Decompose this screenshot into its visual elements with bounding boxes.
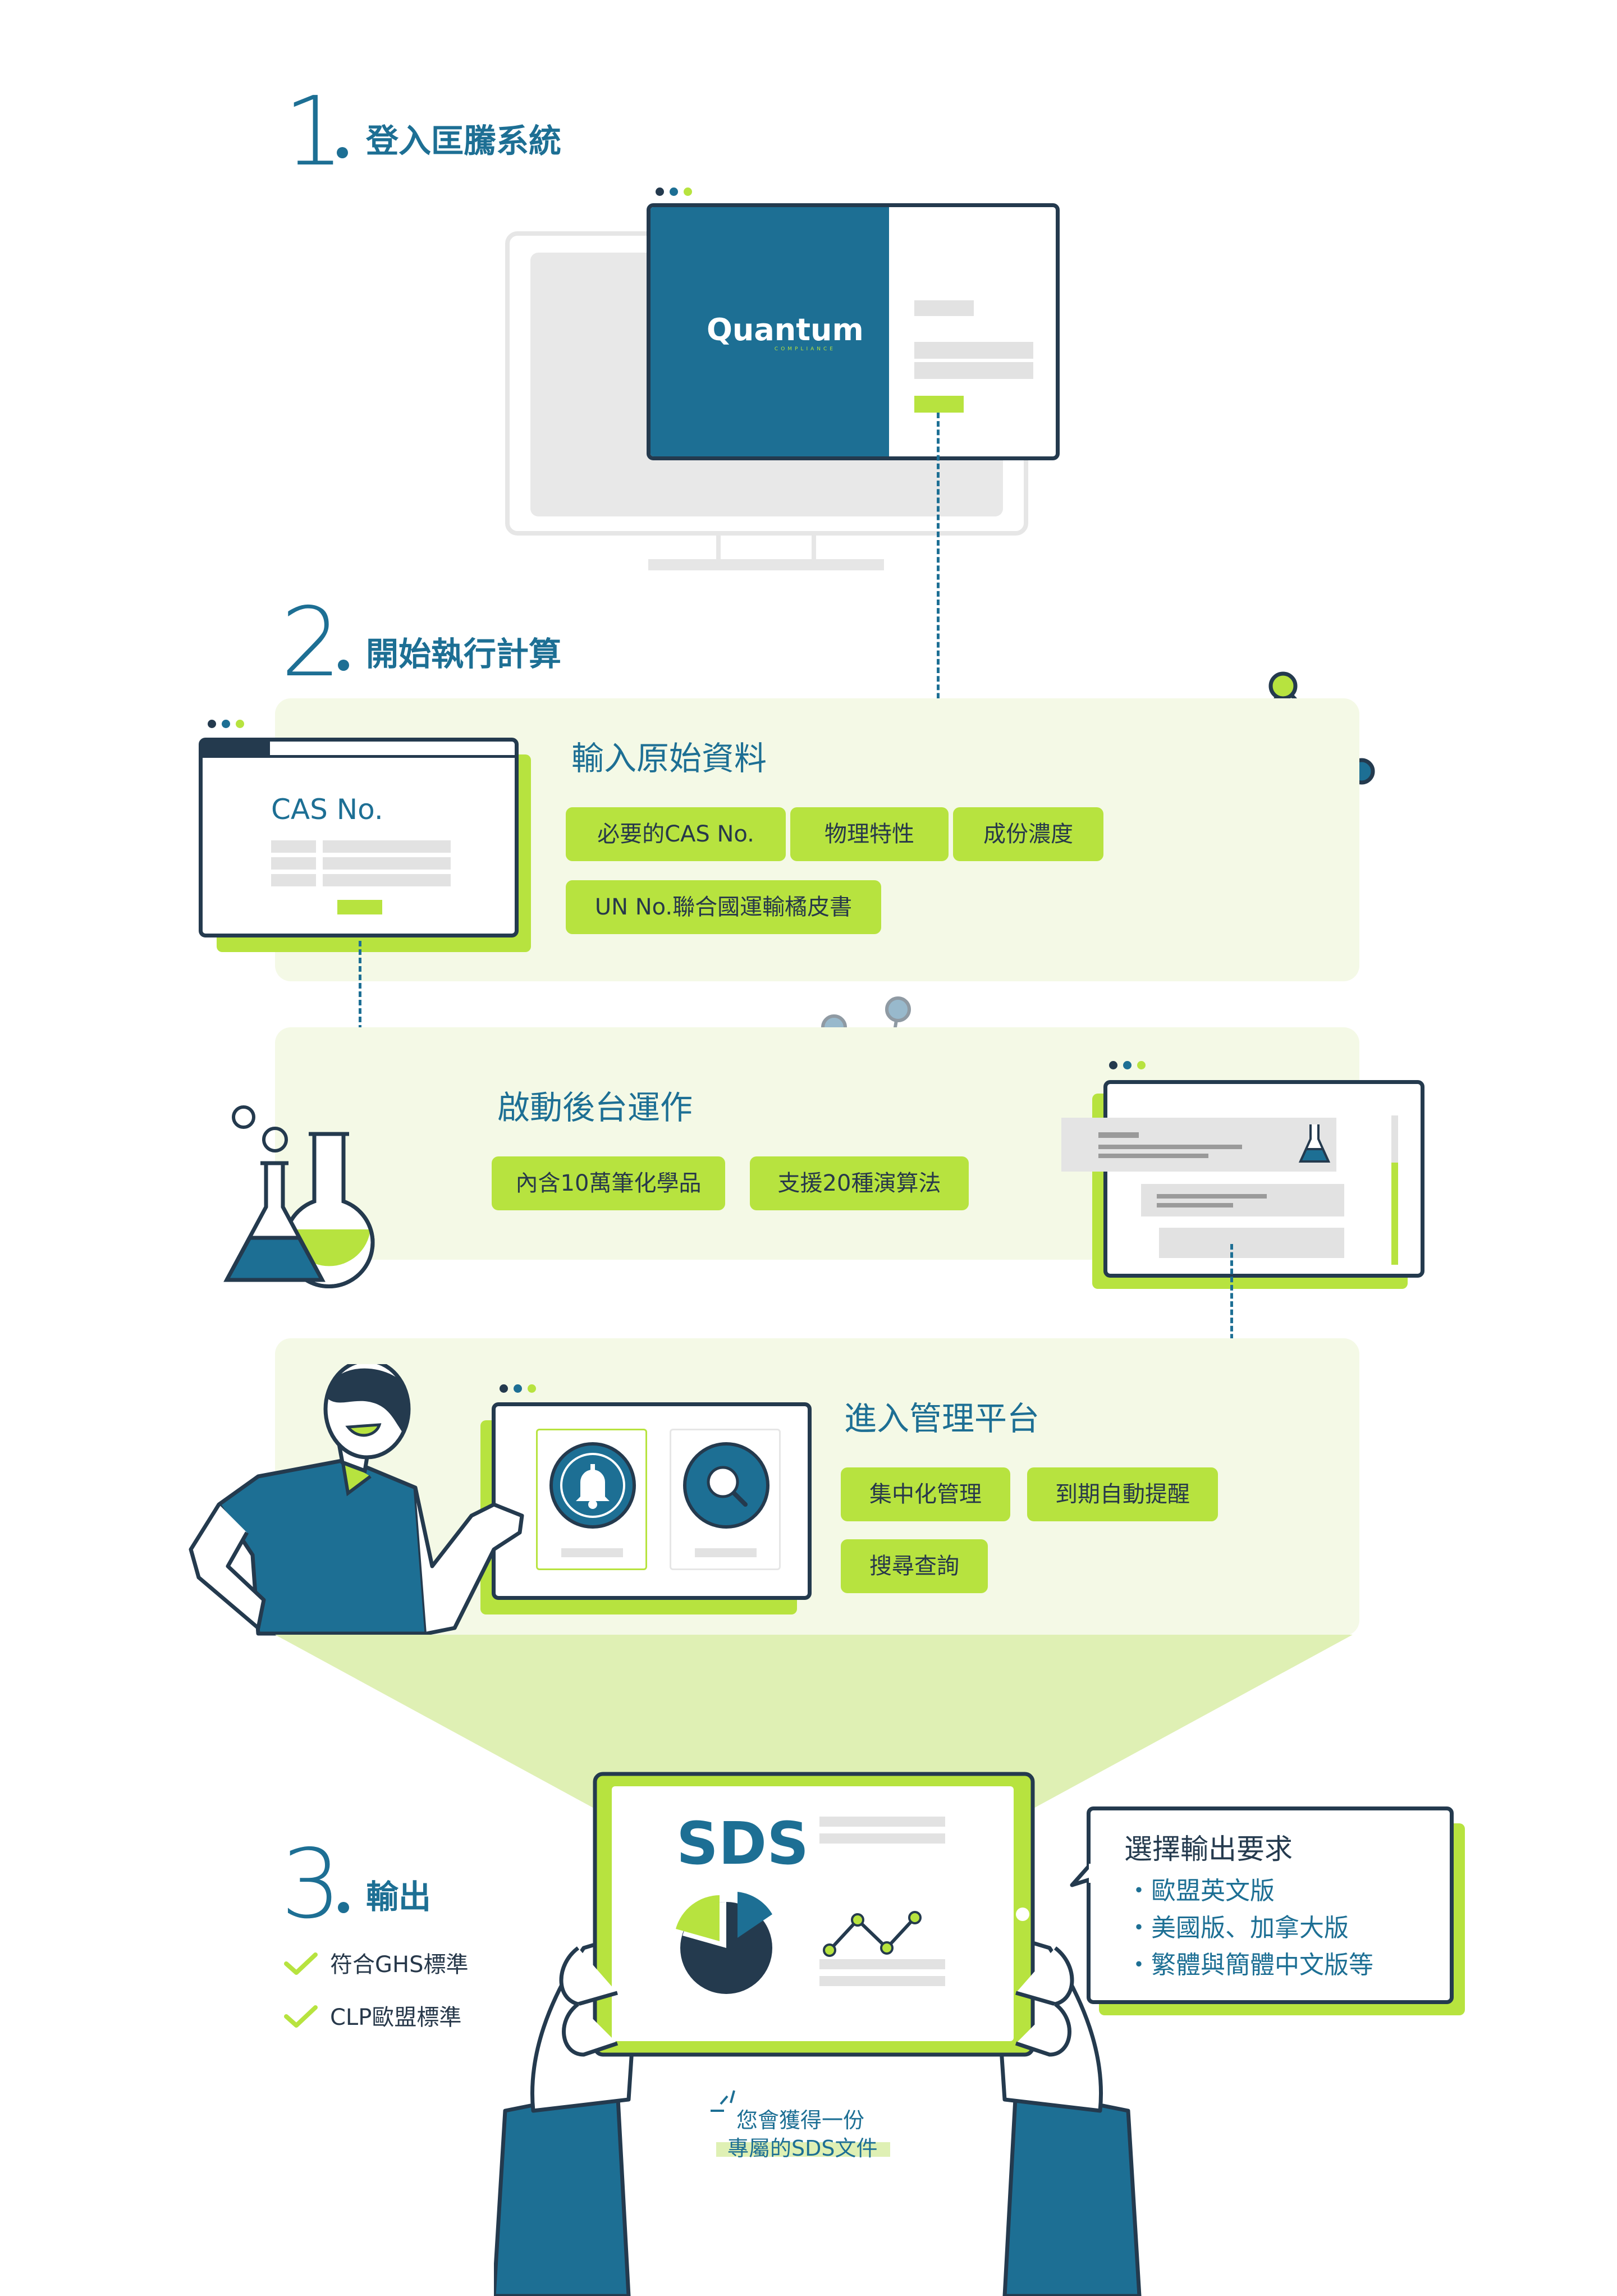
- output-options-title: 選擇輸出要求: [1124, 1833, 1293, 1865]
- cas-field[interactable]: [271, 857, 316, 870]
- output-option-us-ca: ・美國版、加拿大版: [1126, 1914, 1349, 1942]
- check-ghs: 符合GHS標準: [330, 1952, 469, 1978]
- step2-number-dot: [338, 660, 349, 671]
- step1-number: 1: [283, 76, 345, 187]
- cas-field[interactable]: [323, 874, 451, 886]
- caption-highlight: [716, 2142, 890, 2157]
- caption-line1: 您會獲得一份: [736, 2108, 865, 2133]
- card-label: [695, 1548, 757, 1557]
- tag-physical-properties: 物理特性: [790, 807, 949, 861]
- monitor-stand: [716, 536, 721, 559]
- step1-title: 登入匡騰系統: [366, 122, 562, 160]
- sparkle-icon: [711, 2090, 735, 2112]
- light-beam: [275, 1635, 1353, 1809]
- step3-number-dot: [338, 1902, 349, 1913]
- search-card[interactable]: [670, 1429, 781, 1570]
- tag-cas-no: 必要的CAS No.: [566, 807, 786, 861]
- person-illustration: [189, 1364, 524, 1636]
- window-dots: [1109, 1061, 1151, 1072]
- logo-subtext: COMPLIANCE: [774, 346, 836, 352]
- doc-row: [1141, 1184, 1344, 1216]
- window-titlebar: [203, 742, 270, 755]
- login-field[interactable]: [914, 342, 1033, 359]
- window-dots: [500, 1384, 542, 1395]
- login-window: Quantum COMPLIANCE: [647, 203, 1060, 460]
- cas-field[interactable]: [271, 874, 316, 886]
- tag-algorithms: 支援20種演算法: [750, 1156, 969, 1210]
- tag-search: 搜尋查詢: [841, 1539, 988, 1593]
- connector-line: [937, 413, 940, 733]
- logo: Quantum COMPLIANCE: [707, 312, 864, 353]
- bell-card[interactable]: [536, 1429, 647, 1570]
- step3-title: 輸出: [366, 1878, 432, 1916]
- tag-un-no: UN No.聯合國運輸橘皮書: [566, 880, 881, 934]
- tag-chemical-db: 內含10萬筆化學品: [492, 1156, 725, 1210]
- step2-number: 2: [281, 587, 342, 698]
- login-field[interactable]: [914, 362, 1033, 379]
- step1-number-dot: [337, 147, 348, 158]
- bell-icon: [549, 1442, 636, 1529]
- tag-concentration: 成份濃度: [953, 807, 1103, 861]
- window-dots: [656, 187, 698, 198]
- connector-line: [359, 941, 361, 1048]
- logo-text: Quantum: [707, 312, 864, 347]
- output-option-chinese: ・繁體與簡體中文版等: [1126, 1951, 1373, 1979]
- cas-field[interactable]: [271, 840, 316, 853]
- cas-submit-button[interactable]: [337, 900, 382, 914]
- login-brand-panel: Quantum COMPLIANCE: [651, 207, 889, 456]
- tablet-title: SDS: [676, 1809, 809, 1878]
- backend-section-title: 啟動後台運作: [497, 1088, 693, 1127]
- platform-section-title: 進入管理平台: [844, 1399, 1040, 1438]
- doc-row: [1159, 1228, 1344, 1258]
- input-section-title: 輸入原始資料: [571, 739, 767, 777]
- tag-expiry-reminder: 到期自動提醒: [1027, 1467, 1218, 1521]
- window-divider: [203, 755, 515, 758]
- login-field[interactable]: [914, 300, 974, 316]
- doc-line: [1098, 1145, 1242, 1149]
- document-window: [1061, 1080, 1424, 1278]
- card-label: [561, 1548, 623, 1557]
- monitor-base: [648, 559, 884, 570]
- doc-line: [1098, 1132, 1139, 1138]
- check-icon: [284, 2005, 318, 2028]
- doc-line: [1098, 1154, 1208, 1158]
- login-button[interactable]: [914, 396, 964, 413]
- hands-tablet-illustration: [494, 1772, 1142, 2296]
- flask-icon: [1298, 1124, 1331, 1163]
- doc-line: [1157, 1203, 1233, 1208]
- tag-central-management: 集中化管理: [841, 1467, 1010, 1521]
- cas-field[interactable]: [323, 840, 451, 853]
- flask-icon: [223, 1105, 375, 1289]
- cas-input-window: CAS No.: [199, 738, 519, 937]
- platform-window: [492, 1402, 812, 1600]
- step2-title: 開始執行計算: [366, 635, 562, 673]
- output-options-bubble: 選擇輸出要求 ・歐盟英文版 ・美國版、加拿大版 ・繁體與簡體中文版等: [1087, 1806, 1454, 2004]
- bubble-tail: [1070, 1863, 1093, 1887]
- connector-line: [1230, 1244, 1233, 1364]
- window-dots: [208, 720, 250, 730]
- cas-label: CAS No.: [271, 793, 383, 826]
- monitor-stand: [812, 536, 816, 559]
- scrollbar-thumb[interactable]: [1391, 1163, 1398, 1265]
- doc-line: [1157, 1194, 1267, 1199]
- step3-number: 3: [281, 1829, 342, 1940]
- check-icon: [284, 1952, 318, 1975]
- caption-line2: 專屬的SDS文件: [727, 2136, 878, 2161]
- output-option-eu: ・歐盟英文版: [1126, 1877, 1275, 1905]
- search-icon: [683, 1442, 769, 1529]
- cas-field[interactable]: [323, 857, 451, 870]
- check-clp: CLP歐盟標準: [330, 2005, 462, 2030]
